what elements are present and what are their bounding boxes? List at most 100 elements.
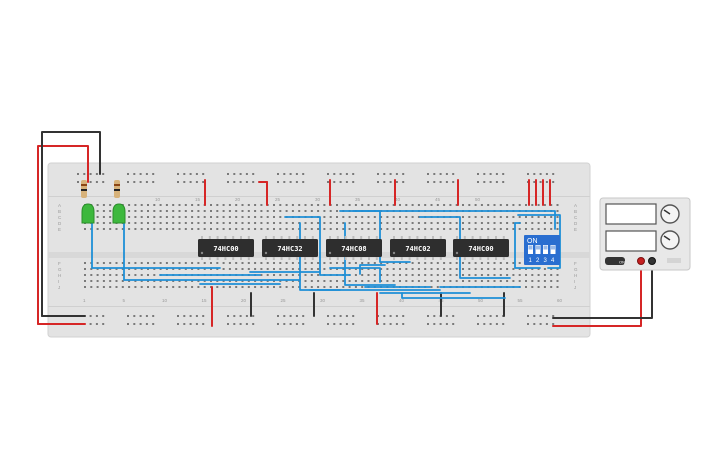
terminal-hole[interactable] <box>317 262 320 264</box>
terminal-hole[interactable] <box>260 268 263 270</box>
terminal-hole[interactable] <box>291 274 294 276</box>
terminal-hole[interactable] <box>109 210 112 212</box>
terminal-hole[interactable] <box>462 228 464 230</box>
terminal-hole[interactable] <box>184 222 187 224</box>
rail-hole[interactable] <box>389 181 392 183</box>
terminal-hole[interactable] <box>354 262 357 264</box>
terminal-hole[interactable] <box>430 262 433 264</box>
rail-hole[interactable] <box>433 323 436 325</box>
terminal-hole[interactable] <box>285 286 288 288</box>
terminal-hole[interactable] <box>260 210 263 212</box>
rail-hole[interactable] <box>495 173 498 175</box>
terminal-hole[interactable] <box>266 216 269 218</box>
terminal-hole[interactable] <box>222 280 225 282</box>
rail-hole[interactable] <box>89 181 92 183</box>
terminal-hole[interactable] <box>222 204 225 206</box>
terminal-hole[interactable] <box>266 210 269 212</box>
terminal-hole[interactable] <box>279 286 282 288</box>
rail-hole[interactable] <box>495 323 498 325</box>
rail-hole[interactable] <box>252 323 255 325</box>
terminal-hole[interactable] <box>417 228 420 230</box>
rail-hole[interactable] <box>495 315 498 317</box>
terminal-hole[interactable] <box>178 286 181 288</box>
terminal-hole[interactable] <box>228 210 231 212</box>
terminal-hole[interactable] <box>342 286 345 288</box>
terminal-hole[interactable] <box>424 262 427 264</box>
terminal-hole[interactable] <box>121 280 124 282</box>
terminal-hole[interactable] <box>247 280 250 282</box>
terminal-hole[interactable] <box>172 286 175 288</box>
terminal-hole[interactable] <box>417 222 420 224</box>
rail-hole[interactable] <box>202 315 205 317</box>
terminal-hole[interactable] <box>430 268 433 270</box>
terminal-hole[interactable] <box>279 262 282 264</box>
terminal-hole[interactable] <box>134 216 137 218</box>
terminal-hole[interactable] <box>210 210 212 212</box>
rail-hole[interactable] <box>533 323 536 325</box>
terminal-hole[interactable] <box>247 228 250 230</box>
terminal-hole[interactable] <box>197 262 200 264</box>
terminal-hole[interactable] <box>512 280 515 282</box>
terminal-hole[interactable] <box>96 268 99 270</box>
terminal-hole[interactable] <box>121 268 124 270</box>
terminal-hole[interactable] <box>216 286 219 288</box>
terminal-hole[interactable] <box>172 216 175 218</box>
ic-chip[interactable]: 74HC32 <box>262 236 318 260</box>
rail-hole[interactable] <box>95 323 98 325</box>
terminal-hole[interactable] <box>165 268 168 270</box>
terminal-hole[interactable] <box>506 228 509 230</box>
rail-hole[interactable] <box>202 323 205 325</box>
terminal-hole[interactable] <box>310 286 313 288</box>
terminal-hole[interactable] <box>172 222 175 224</box>
terminal-hole[interactable] <box>556 210 559 212</box>
positive-terminal[interactable] <box>637 257 645 265</box>
blue-wire[interactable] <box>91 222 221 269</box>
terminal-hole[interactable] <box>304 204 307 206</box>
terminal-hole[interactable] <box>329 268 332 270</box>
terminal-hole[interactable] <box>386 216 389 218</box>
terminal-hole[interactable] <box>329 262 332 264</box>
rail-hole[interactable] <box>133 181 136 183</box>
terminal-hole[interactable] <box>266 280 269 282</box>
terminal-hole[interactable] <box>153 222 156 224</box>
terminal-hole[interactable] <box>329 286 332 288</box>
rail-hole[interactable] <box>552 323 555 325</box>
terminal-hole[interactable] <box>279 228 282 230</box>
terminal-hole[interactable] <box>147 216 149 218</box>
terminal-hole[interactable] <box>165 216 168 218</box>
rail-hole[interactable] <box>445 173 448 175</box>
terminal-hole[interactable] <box>354 216 357 218</box>
terminal-hole[interactable] <box>411 216 414 218</box>
power-toggle-switch[interactable] <box>605 257 625 265</box>
rail-hole[interactable] <box>445 181 448 183</box>
terminal-hole[interactable] <box>203 262 206 264</box>
terminal-hole[interactable] <box>323 216 326 218</box>
terminal-hole[interactable] <box>487 280 490 282</box>
terminal-hole[interactable] <box>203 286 206 288</box>
terminal-hole[interactable] <box>474 222 477 224</box>
terminal-hole[interactable] <box>392 204 395 206</box>
terminal-hole[interactable] <box>455 274 458 276</box>
rail-hole[interactable] <box>333 173 336 175</box>
rail-hole[interactable] <box>539 173 542 175</box>
rail-hole[interactable] <box>245 173 248 175</box>
terminal-hole[interactable] <box>153 262 156 264</box>
terminal-hole[interactable] <box>247 216 250 218</box>
terminal-hole[interactable] <box>210 228 212 230</box>
terminal-hole[interactable] <box>191 210 194 212</box>
rail-hole[interactable] <box>277 173 279 175</box>
rail-hole[interactable] <box>477 315 479 317</box>
terminal-hole[interactable] <box>260 222 263 224</box>
terminal-hole[interactable] <box>323 280 326 282</box>
rail-hole[interactable] <box>552 315 555 317</box>
terminal-hole[interactable] <box>556 216 559 218</box>
terminal-hole[interactable] <box>430 280 433 282</box>
terminal-hole[interactable] <box>147 228 149 230</box>
rail-hole[interactable] <box>327 181 329 183</box>
terminal-hole[interactable] <box>134 286 137 288</box>
terminal-hole[interactable] <box>443 222 446 224</box>
rail-hole[interactable] <box>527 315 529 317</box>
terminal-hole[interactable] <box>512 216 515 218</box>
rail-hole[interactable] <box>252 181 255 183</box>
terminal-hole[interactable] <box>165 280 168 282</box>
